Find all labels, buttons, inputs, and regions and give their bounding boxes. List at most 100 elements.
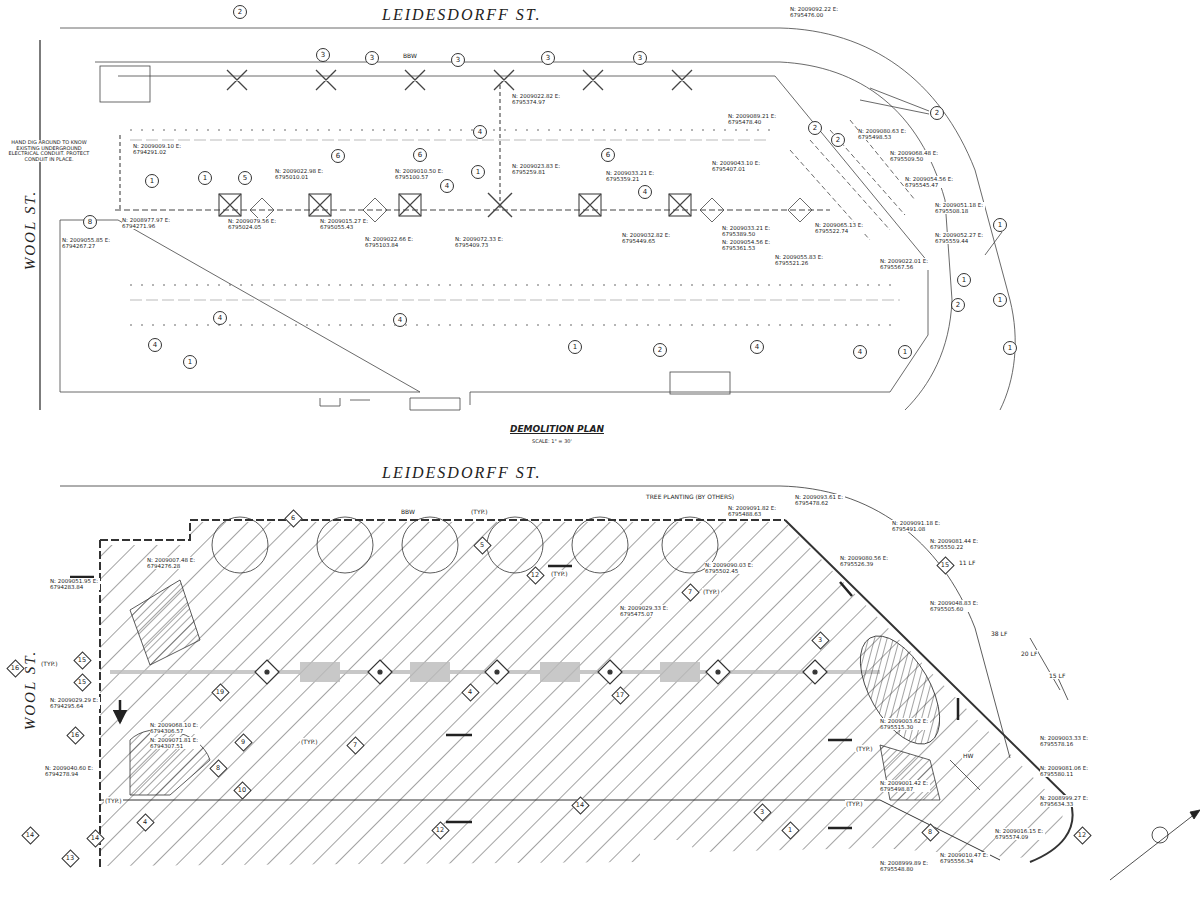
coordinate-label: N: 2009071.81 E: 6794307.51 <box>150 737 200 749</box>
callout-number: 1 <box>957 273 971 287</box>
planter-diamond <box>788 198 812 222</box>
coordinate-label: N: 2009091.18 E: 6795491.08 <box>892 520 942 532</box>
light-pole-removal <box>399 194 421 216</box>
coordinate-label: N: 2009007.48 E: 6794276.28 <box>147 557 197 569</box>
callout-number: 3 <box>451 53 465 67</box>
tree <box>212 517 268 573</box>
callout-number: 6 <box>601 148 615 162</box>
coordinate-label: N: 2009001.42 E: 6795498.87 <box>880 780 930 792</box>
keynote-number: 14 <box>87 830 103 846</box>
street-name: WOOL ST. <box>22 648 39 732</box>
callout-number: 3 <box>541 51 555 65</box>
coordinate-label: N: 2009043.10 E: 6795407.01 <box>712 160 762 172</box>
keynote-number: 10 <box>234 782 250 798</box>
callout-number: 1 <box>993 218 1007 232</box>
keynote-number: 6 <box>285 510 301 526</box>
coordinate-label: N: 2009048.83 E: 6795505.60 <box>930 600 980 612</box>
callout-number: 4 <box>473 125 487 139</box>
note: 20 LF <box>1020 650 1038 657</box>
coordinate-label: N: 2009022.66 E: 6795103.84 <box>365 236 415 248</box>
keynote-number: 16 <box>67 727 83 743</box>
keynote-number: 15 <box>937 557 953 573</box>
coordinate-label: N: 2009089.21 E: 6795478.40 <box>728 113 778 125</box>
keynote-number: 8 <box>922 824 938 840</box>
coordinate-label: N: 2008977.97 E: 6794271.96 <box>122 217 172 229</box>
light-pole-removal <box>579 194 601 216</box>
callout-number: 4 <box>440 179 454 193</box>
coordinate-label: N: 2009080.63 E: 6795498.53 <box>858 128 908 140</box>
callout-number: 2 <box>831 133 845 147</box>
light-pole-base <box>368 660 392 684</box>
light-pole-removal <box>309 194 331 216</box>
coordinate-label: N: 2009023.83 E: 6795259.81 <box>512 163 562 175</box>
tree <box>317 517 373 573</box>
light-pole-base <box>265 670 269 674</box>
north-arrow <box>1152 827 1168 843</box>
coordinate-label: N: 2009081.06 E: 6795580.11 <box>1040 765 1090 777</box>
callout-number: 1 <box>568 340 582 354</box>
light-pole-base <box>813 670 817 674</box>
keynote-number: 15 <box>74 652 90 668</box>
coordinate-label: N: 2009010.50 E: 6795100.57 <box>395 168 445 180</box>
light-pole-removal <box>488 193 512 217</box>
keynote-number: 7 <box>682 584 698 600</box>
coordinate-label: N: 2009072.33 E: 6795409.73 <box>455 236 505 248</box>
coordinate-label: N: 2009040.60 E: 6794278.94 <box>45 765 95 777</box>
note: HAND DIG AROUND TO KNOW EXISTING UNDERGR… <box>4 140 94 162</box>
keynote-number: 12 <box>527 567 543 583</box>
note: TREE PLANTING (BY OTHERS) <box>645 493 735 500</box>
keynote-number: 12 <box>432 822 448 838</box>
light-pole-base <box>378 670 382 674</box>
callout-number: 1 <box>993 293 1007 307</box>
keynote-number: 5 <box>474 537 490 553</box>
light-pole-removal <box>219 193 691 217</box>
stall-row <box>130 140 900 300</box>
coordinate-label: N: 2009022.01 E: 6795567.56 <box>880 258 930 270</box>
coordinate-label: N: 2009068.48 E: 6795509.50 <box>890 150 940 162</box>
landscape-island <box>130 580 200 665</box>
tree <box>402 517 458 573</box>
callout-number: 1 <box>471 165 485 179</box>
callout-number: 1 <box>183 355 197 369</box>
keynote-number: 4 <box>462 684 478 700</box>
callout-number: 2 <box>808 121 822 135</box>
layout-plan <box>60 486 1200 880</box>
callout-number: 4 <box>148 338 162 352</box>
north-arrow <box>1110 810 1200 880</box>
coordinate-label: N: 2009051.95 E: 6794283.84 <box>50 578 100 590</box>
street-edge <box>60 28 1015 410</box>
light-pole-base <box>495 670 499 674</box>
light-pole-removal <box>219 194 241 216</box>
coordinate-label: N: 2009033.21 E: 6795359.21 <box>606 170 656 182</box>
parking-outline <box>60 76 928 405</box>
property-line <box>100 520 785 540</box>
note: 11 LF <box>958 559 976 566</box>
callout-number: 3 <box>633 51 647 65</box>
coordinate-label: N: 2009003.62 E: 6795515.30 <box>880 718 930 730</box>
light-pole-removal <box>309 194 331 216</box>
coordinate-label: N: 2009032.82 E: 6795449.65 <box>622 232 672 244</box>
coordinate-label: N: 2009051.18 E: 6795508.18 <box>935 202 985 214</box>
coordinate-label: N: 2009016.15 E: 6795574.09 <box>995 828 1045 840</box>
callout-number: 1 <box>1003 341 1017 355</box>
callout-number: 2 <box>233 5 247 19</box>
north-arrow <box>1110 810 1200 880</box>
coordinate-label: N: 2009033.21 E: 6795389.50 <box>722 225 772 237</box>
callout-number: 4 <box>213 311 227 325</box>
planter-diamond <box>700 198 724 222</box>
light-pole-base <box>803 660 827 684</box>
note: (TYP.) <box>550 570 569 577</box>
median <box>660 662 700 682</box>
coordinate-label: N: 2009079.56 E: 6795024.05 <box>228 218 278 230</box>
tree <box>487 517 543 573</box>
keynote-number: 7 <box>347 737 363 753</box>
callout-number: 1 <box>898 345 912 359</box>
callout-number: 6 <box>331 149 345 163</box>
light-pole-removal <box>219 194 241 216</box>
keynote-number: 8 <box>210 760 226 776</box>
note: BBW <box>400 508 416 515</box>
plaza <box>100 66 150 102</box>
note: (TYP.) <box>702 588 721 595</box>
street-name: WOOL ST. <box>22 188 39 272</box>
light-pole-removal <box>399 194 421 216</box>
